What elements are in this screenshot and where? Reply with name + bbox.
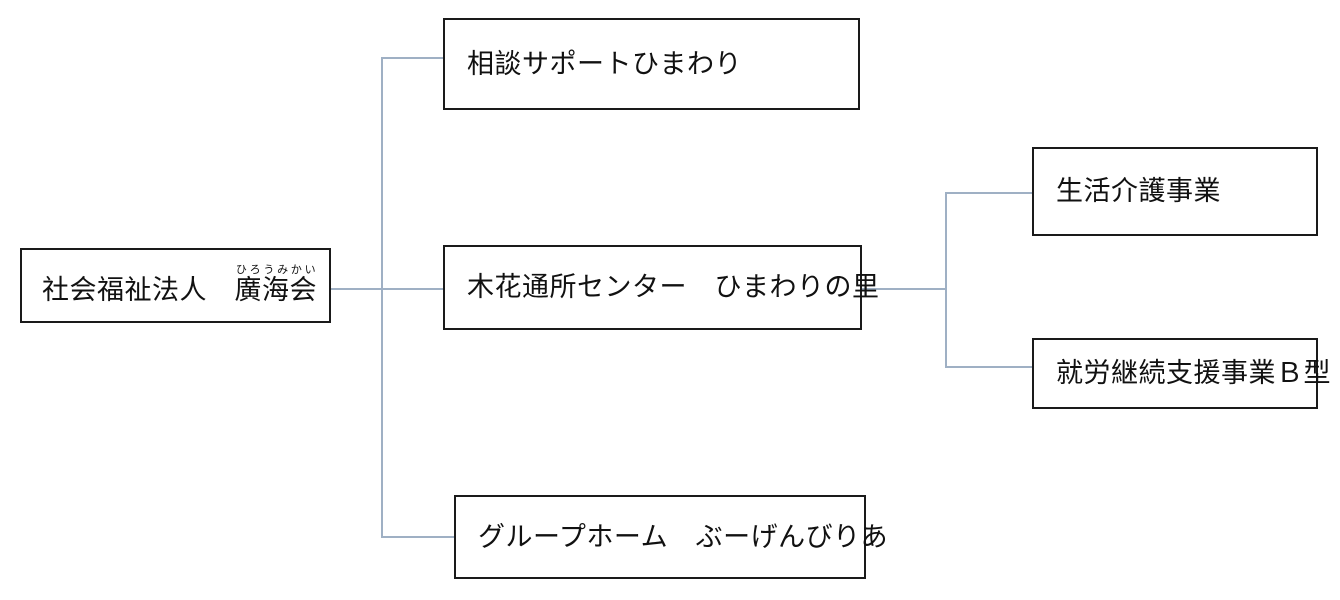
connector-trunk-vertical xyxy=(381,57,383,538)
node-child-bottom[interactable]: グループホーム ぶーげんびりあ xyxy=(454,495,888,579)
node-child-bottom-label: グループホーム ぶーげんびりあ xyxy=(478,521,889,552)
node-root-label: 社会福祉法人 廣海会ひろうみかい xyxy=(22,264,317,306)
node-grandchild-top-label: 生活介護事業 xyxy=(1056,176,1221,207)
connector-root-to-trunk xyxy=(331,288,383,290)
node-grandchild-bottom-label: 就労継続支援事業Ｂ型 xyxy=(1056,358,1331,389)
node-child-middle-label: 木花通所センター ひまわりの里 xyxy=(467,272,880,303)
node-root-ruby-group: 廣海会ひろうみかい xyxy=(234,265,318,306)
node-grandchild-top[interactable]: 生活介護事業 xyxy=(1032,147,1318,236)
node-root-label-part1: 社会福祉法人 xyxy=(42,275,235,306)
connector-middle-to-branch xyxy=(862,288,947,290)
connector-trunk-to-child-top xyxy=(381,57,444,59)
node-root[interactable]: 社会福祉法人 廣海会ひろうみかい xyxy=(20,248,331,323)
node-child-top[interactable]: 相談サポートひまわり xyxy=(443,18,860,110)
node-root-label-part2: 廣海会 xyxy=(234,275,317,306)
node-root-furigana: ひろうみかい xyxy=(234,264,318,277)
connector-branch-vertical xyxy=(945,192,947,368)
connector-branch-to-grandchild-top xyxy=(945,192,1033,194)
node-grandchild-bottom[interactable]: 就労継続支援事業Ｂ型 xyxy=(1032,338,1331,409)
node-child-middle[interactable]: 木花通所センター ひまわりの里 xyxy=(443,245,879,330)
connector-trunk-to-child-middle xyxy=(381,288,444,290)
connector-trunk-to-child-bottom xyxy=(381,536,454,538)
node-child-top-label: 相談サポートひまわり xyxy=(467,48,742,79)
connector-branch-to-grandchild-bottom xyxy=(945,366,1033,368)
